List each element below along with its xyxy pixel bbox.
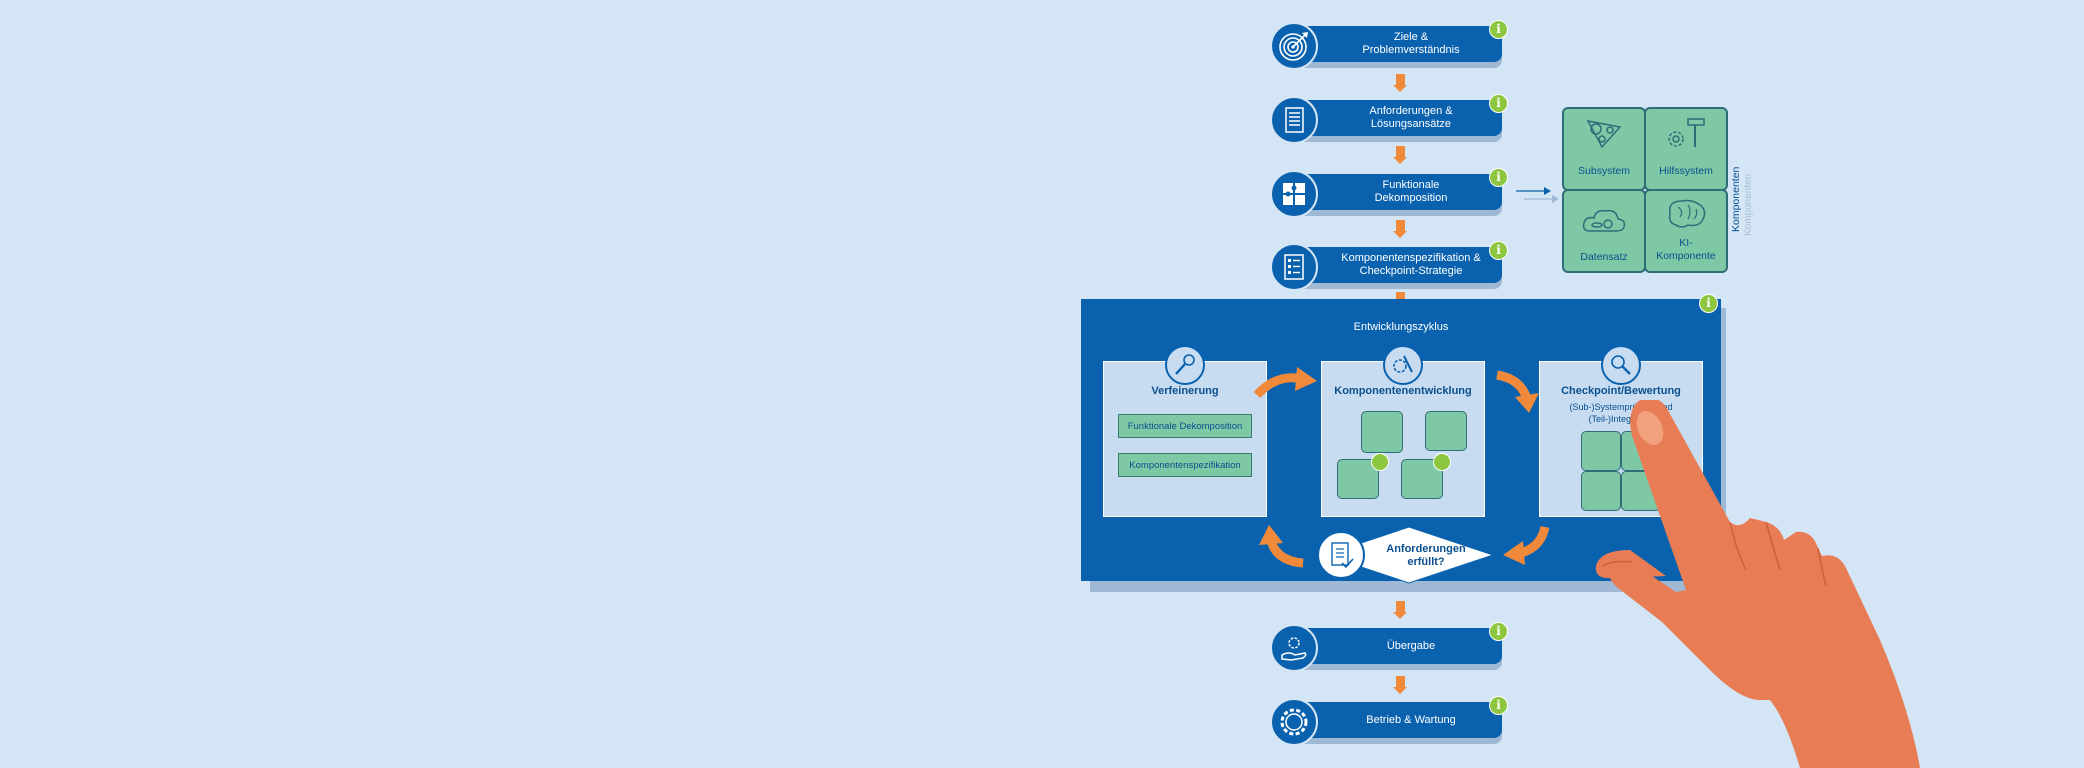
component-subsystem[interactable]: Subsystem xyxy=(1562,107,1646,191)
decision-label: Anforderungen erfüllt? xyxy=(1386,543,1466,568)
target-icon xyxy=(1270,22,1318,70)
info-icon[interactable]: i xyxy=(1489,241,1508,260)
magnifier-icon xyxy=(1433,453,1451,471)
tile-label: Hilfssystem xyxy=(1659,165,1713,177)
tools-icon xyxy=(1383,345,1423,385)
brain-icon xyxy=(1668,199,1706,228)
components-side-label: Komponenten xyxy=(1730,166,1742,232)
components-side-label-faint: Komponenten xyxy=(1743,173,1754,236)
step-operation-maintenance[interactable]: Betrieb & Wartung i xyxy=(1270,696,1508,746)
step-handover[interactable]: Übergabe i xyxy=(1270,622,1508,672)
check-puzzle-1 xyxy=(1581,431,1621,471)
step-label: Funktionale Dekomposition xyxy=(1374,179,1448,204)
flow-connector xyxy=(1393,601,1407,619)
component-ai[interactable]: KI- Komponente xyxy=(1644,189,1728,273)
info-icon[interactable]: i xyxy=(1489,20,1508,39)
wrench-icon xyxy=(1165,345,1205,385)
step-label: Ziele & Problemverständnis xyxy=(1362,31,1460,56)
step-functional-decomposition[interactable]: Funktionale Dekomposition i xyxy=(1270,168,1508,218)
pointing-hand-illustration xyxy=(1595,400,1920,768)
magnifier-icon xyxy=(1371,453,1389,471)
refinement-box: Verfeinerung Funktionale Dekomposition K… xyxy=(1101,345,1269,519)
flow-connector xyxy=(1393,146,1407,164)
refine-item-component-specification[interactable]: Komponentenspezifikation xyxy=(1118,453,1252,477)
arrow-to-components xyxy=(1516,187,1558,203)
info-icon[interactable]: i xyxy=(1489,622,1508,641)
flow-connector xyxy=(1393,676,1407,694)
info-icon[interactable]: i xyxy=(1489,696,1508,715)
flow-connector xyxy=(1393,220,1407,238)
step-label: Betrieb & Wartung xyxy=(1366,713,1456,726)
cycle-title: Entwicklungszyklus xyxy=(1353,321,1449,333)
check-puzzle-3 xyxy=(1581,471,1621,511)
gear-24-7-icon xyxy=(1270,698,1318,746)
search-gear-icon xyxy=(1601,345,1641,385)
components-panel: Subsystem Hilfssystem Datensatz KI- Komp… xyxy=(1560,105,1736,273)
info-icon[interactable]: i xyxy=(1699,294,1718,313)
tile-label: Datensatz xyxy=(1580,251,1628,263)
checklist-icon xyxy=(1317,531,1365,579)
puzzle-icon xyxy=(1270,170,1318,218)
refine-item-functional-decomposition[interactable]: Funktionale Dekomposition xyxy=(1118,414,1252,438)
step-label: Anforderungen & Lösungsansätze xyxy=(1369,105,1453,130)
hand-gear-icon xyxy=(1270,624,1318,672)
component-auxiliary-system[interactable]: Hilfssystem xyxy=(1644,107,1728,191)
checkpoint-title: Checkpoint/Bewertung xyxy=(1561,385,1681,397)
step-label: Übergabe xyxy=(1386,639,1436,652)
cloud-data-icon xyxy=(1582,209,1626,232)
tile-label: Subsystem xyxy=(1578,165,1630,177)
document-list-icon xyxy=(1270,96,1318,144)
info-icon[interactable]: i xyxy=(1489,168,1508,187)
step-label: Komponentenspezifikation & Checkpoint-St… xyxy=(1341,252,1481,277)
subsystem-icon xyxy=(1586,119,1622,149)
tile-label: KI- Komponente xyxy=(1656,237,1716,262)
dev-puzzle-auxiliary xyxy=(1425,411,1467,451)
gear-hammer-icon xyxy=(1668,118,1705,147)
info-icon[interactable]: i xyxy=(1489,94,1508,113)
component-development-box: Komponentenentwicklung xyxy=(1319,345,1487,519)
cycle-arrows xyxy=(1253,367,1550,568)
step-requirements[interactable]: Anforderungen & Lösungsansätze i xyxy=(1270,94,1508,144)
development-title: Komponentenentwicklung xyxy=(1334,385,1472,397)
dev-puzzle-subsystem xyxy=(1361,411,1403,453)
step-goals[interactable]: Ziele & Problemverständnis i xyxy=(1270,20,1508,70)
decision-diamond xyxy=(1323,526,1495,584)
flow-connector xyxy=(1393,74,1407,92)
step-component-specification[interactable]: Komponentenspezifikation & Checkpoint-St… xyxy=(1270,241,1508,291)
development-cycle-panel: i Entwicklungszyklus Verfeinerung Funkti… xyxy=(1081,294,1721,584)
refinement-title: Verfeinerung xyxy=(1151,385,1219,397)
component-dataset[interactable]: Datensatz xyxy=(1562,189,1646,273)
specification-icon xyxy=(1270,243,1318,291)
